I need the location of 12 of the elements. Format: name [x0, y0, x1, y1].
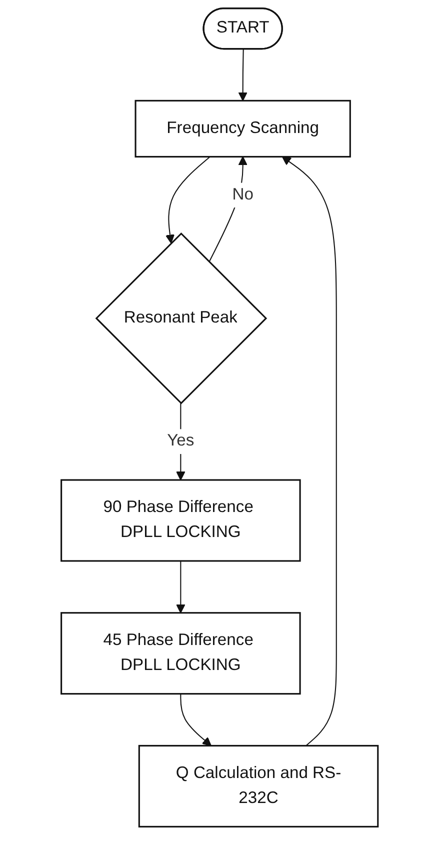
node-diamond: Resonant Peak — [96, 232, 268, 404]
node-box: 90 Phase Difference DPLL LOCKING — [60, 479, 302, 562]
edge-label: No — [232, 186, 254, 204]
arrow — [282, 156, 338, 746]
arrow — [166, 156, 211, 244]
arrow — [238, 49, 248, 102]
node-box: Q Calculation and RS-232C — [138, 744, 380, 828]
node-box: 45 Phase Difference DPLL LOCKING — [60, 612, 302, 695]
edge-label: Yes — [168, 432, 195, 450]
arrow — [180, 694, 212, 746]
node-box: Frequency Scanning — [135, 100, 352, 158]
arrow — [176, 560, 186, 614]
